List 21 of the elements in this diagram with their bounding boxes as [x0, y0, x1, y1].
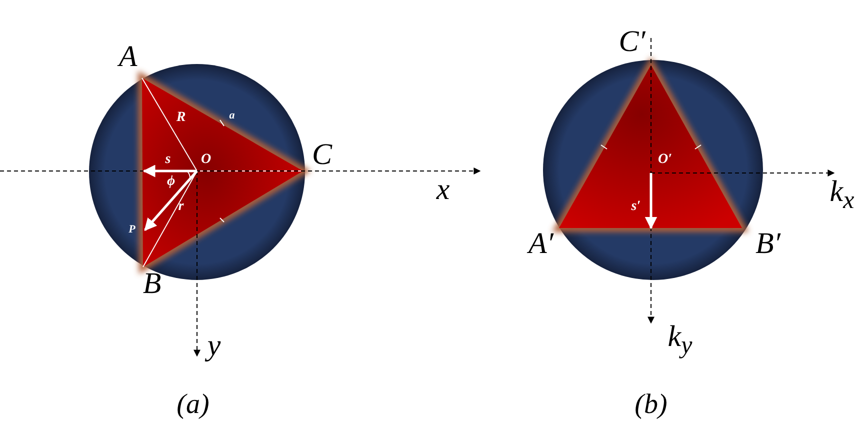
vector-label: s	[165, 153, 171, 167]
point-label: C	[312, 140, 332, 170]
point-label: A	[118, 42, 138, 72]
panel-label: (a)	[176, 391, 210, 419]
point-label: B	[142, 269, 162, 299]
point-label: A′	[528, 229, 554, 259]
point-label: O	[200, 153, 212, 167]
vector-label: s′	[631, 200, 641, 214]
panel-label: (b)	[634, 391, 668, 419]
angle-label: ϕ	[166, 175, 176, 189]
length-label: a	[229, 110, 235, 122]
axis-label: k$_{y}$	[668, 322, 692, 358]
point-label: P	[128, 224, 136, 236]
axis-label: x	[436, 175, 450, 205]
vector-label: r	[178, 200, 184, 214]
point-label: B′	[756, 229, 780, 259]
point-label: C′	[618, 27, 646, 57]
point-label: O′	[658, 153, 672, 167]
axis-label: k$_{x}$	[830, 177, 854, 213]
axis-label: y	[207, 331, 221, 361]
length-label: R	[176, 111, 186, 125]
